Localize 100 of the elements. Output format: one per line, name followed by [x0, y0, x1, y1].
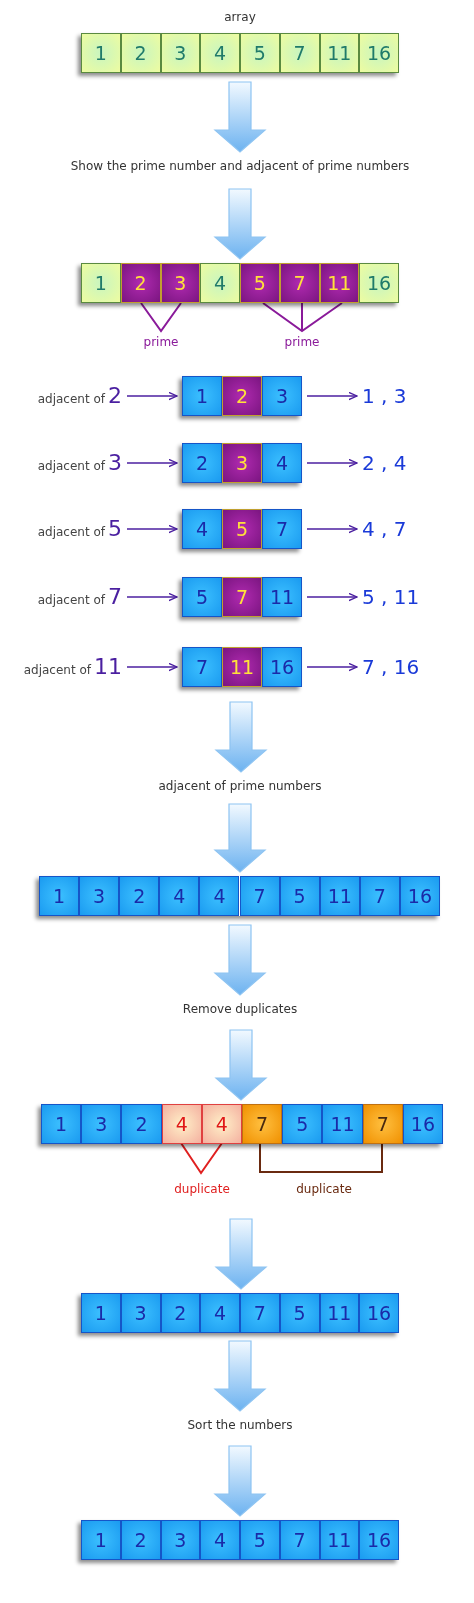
- array-cell: 5: [182, 577, 222, 617]
- down-arrow: [213, 81, 267, 153]
- array-cell: 7: [362, 1104, 403, 1144]
- array-cell: 5: [279, 876, 320, 916]
- step-caption: adjacent of prime numbers: [158, 776, 322, 796]
- step-caption: Remove duplicates: [182, 999, 298, 1019]
- array-cell: 3: [160, 33, 201, 73]
- array-cell: 2: [119, 876, 160, 916]
- array-cell: 5: [279, 1293, 320, 1333]
- array-cell: 4: [200, 1520, 240, 1560]
- array-cell: 3: [160, 1520, 201, 1560]
- array-cell: 3: [160, 263, 201, 303]
- array-cell: 2: [182, 443, 222, 483]
- array-cell: 11: [319, 33, 360, 73]
- array-cell: 7: [262, 509, 302, 549]
- array-cell: 16: [402, 1104, 443, 1144]
- array-cell: 7: [182, 647, 222, 687]
- array-cell: 7: [242, 1104, 283, 1144]
- array-cell: 7: [359, 876, 400, 916]
- array-cell: 7: [222, 577, 262, 617]
- row-label: adjacent of: [37, 392, 105, 406]
- array-cell: 5: [222, 509, 262, 549]
- array-cell: 1: [81, 1520, 121, 1560]
- array-cell: 7: [279, 1520, 320, 1560]
- array-cell: 4: [201, 1104, 242, 1144]
- arrow: [126, 592, 178, 602]
- arrow: [126, 524, 178, 534]
- row-label: adjacent of: [37, 525, 105, 539]
- array-cell: 16: [359, 33, 399, 73]
- array-cell: 4: [262, 443, 302, 483]
- down-arrow: [213, 924, 267, 996]
- arrow: [306, 662, 358, 672]
- array-cell: 16: [359, 1293, 399, 1333]
- array-strip: [182, 577, 302, 617]
- row-label: adjacent of: [23, 663, 91, 677]
- prime-value: 11: [94, 653, 122, 681]
- array-cell: 3: [222, 443, 262, 483]
- array-cell: 11: [222, 647, 262, 687]
- array-strip: [182, 647, 302, 687]
- array-cell: 2: [222, 376, 262, 416]
- array-cell: 3: [120, 1293, 161, 1333]
- array-cell: 2: [121, 1104, 162, 1144]
- array-cell: 4: [200, 1293, 240, 1333]
- array-cell: 11: [322, 1104, 363, 1144]
- array-cell: 11: [319, 1520, 360, 1560]
- bracket-label: duplicate: [174, 1181, 230, 1198]
- down-arrow: [213, 803, 267, 873]
- array-cell: 5: [282, 1104, 323, 1144]
- prime-value: 3: [108, 449, 122, 477]
- array-cell: 2: [160, 1293, 201, 1333]
- array-cell: 7: [240, 1293, 280, 1333]
- array-cell: 1: [39, 876, 80, 916]
- down-arrow: [214, 1029, 268, 1101]
- arrow: [126, 458, 178, 468]
- row-label: adjacent of: [37, 459, 105, 473]
- array-strip: [81, 1520, 399, 1560]
- row-label: adjacent of: [37, 593, 105, 607]
- array-heading: array: [224, 9, 256, 26]
- array-cell: 1: [182, 376, 222, 416]
- array-strip: [182, 509, 302, 549]
- array-cell: 3: [81, 1104, 122, 1144]
- bracket-label: prime: [284, 334, 320, 351]
- array-cell: 4: [200, 33, 240, 73]
- array-cell: 16: [359, 263, 399, 303]
- array-cell: 1: [81, 1293, 121, 1333]
- array-cell: 7: [279, 263, 320, 303]
- prime-value: 7: [108, 583, 122, 611]
- result-text: 1 , 3: [362, 382, 407, 410]
- array-cell: 4: [161, 1104, 202, 1144]
- array-strip: [182, 376, 302, 416]
- array-cell: 4: [199, 876, 240, 916]
- down-arrow: [214, 1218, 268, 1290]
- array-strip: [81, 263, 399, 303]
- array-cell: 3: [262, 376, 302, 416]
- arrow: [126, 391, 178, 401]
- result-text: 7 , 16: [362, 653, 420, 681]
- array-cell: 4: [159, 876, 200, 916]
- array-cell: 2: [120, 1520, 161, 1560]
- array-cell: 1: [81, 263, 121, 303]
- down-arrow: [213, 1340, 267, 1412]
- prime-value: 2: [108, 382, 122, 410]
- arrow: [306, 524, 358, 534]
- array-cell: 4: [182, 509, 222, 549]
- array-cell: 7: [279, 33, 320, 73]
- array-cell: 1: [81, 33, 121, 73]
- result-text: 2 , 4: [362, 449, 407, 477]
- array-strip: [81, 1293, 399, 1333]
- array-cell: 11: [262, 577, 302, 617]
- prime-value: 5: [108, 515, 122, 543]
- array-cell: 5: [240, 1520, 280, 1560]
- array-cell: 3: [79, 876, 120, 916]
- arrow: [126, 662, 178, 672]
- array-cell: 16: [359, 1520, 399, 1560]
- array-cell: 16: [262, 647, 302, 687]
- result-text: 4 , 7: [362, 515, 407, 543]
- array-cell: 5: [240, 263, 280, 303]
- array-cell: 11: [319, 1293, 360, 1333]
- arrow: [306, 391, 358, 401]
- result-text: 5 , 11: [362, 583, 420, 611]
- array-strip: [182, 443, 302, 483]
